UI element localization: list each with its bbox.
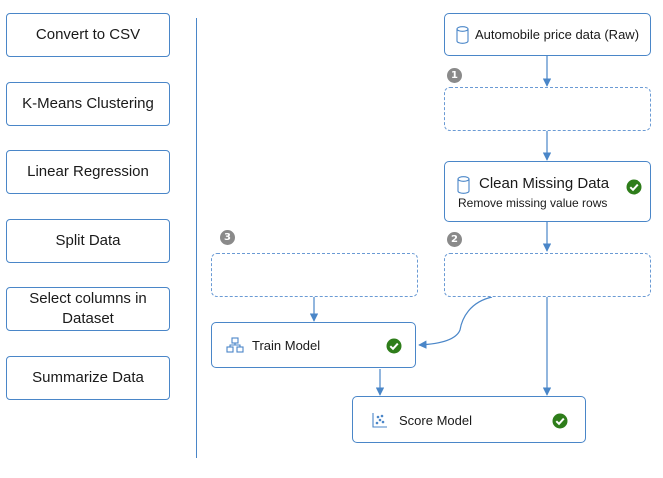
clean-missing-data-title: Clean Missing Data [479, 175, 610, 192]
step-badge-2: 2 [447, 232, 462, 247]
palette-item-label: Split Data [55, 232, 121, 249]
dataset-node-label: Automobile price data (Raw) [475, 27, 640, 42]
check-icon [386, 338, 402, 354]
empty-module-slot-3[interactable] [211, 253, 418, 297]
score-model-node[interactable]: Score Model [352, 396, 586, 443]
cylinder-icon [456, 26, 469, 44]
check-icon [626, 179, 642, 195]
check-icon [552, 413, 568, 429]
clean-missing-data-node[interactable]: Clean Missing Data Remove missing value … [444, 161, 651, 222]
palette-item-k-means-clustering[interactable]: K-Means Clustering [6, 82, 170, 126]
train-model-node[interactable]: Train Model [211, 322, 416, 368]
palette-item-convert-to-csv[interactable]: Convert to CSV [6, 13, 170, 57]
step-badge-3: 3 [220, 230, 235, 245]
scatter-icon [372, 413, 387, 428]
palette-item-label: Summarize Data [32, 369, 144, 386]
empty-module-slot-2[interactable] [444, 253, 651, 297]
step-badge-1: 1 [447, 68, 462, 83]
clean-missing-data-subtitle: Remove missing value rows [458, 196, 608, 210]
palette-item-label: Convert to CSV [35, 26, 141, 43]
train-model-label: Train Model [252, 338, 321, 353]
palette-item-select-columns-in-dataset[interactable]: Select columns in Dataset [6, 287, 170, 331]
palette-divider [196, 18, 197, 458]
palette-item-label: Select columns in Dataset [29, 290, 147, 327]
connector-placeholder-2-to-train [418, 296, 493, 349]
palette-item-linear-regression[interactable]: Linear Regression [6, 150, 170, 194]
palette-item-label: Linear Regression [27, 163, 149, 180]
palette-item-label: K-Means Clustering [22, 95, 154, 112]
cylinder-icon [457, 176, 470, 194]
dataset-node[interactable]: Automobile price data (Raw) [444, 13, 651, 56]
palette-item-split-data[interactable]: Split Data [6, 219, 170, 263]
palette-item-summarize-data[interactable]: Summarize Data [6, 356, 170, 400]
score-model-label: Score Model [399, 413, 472, 428]
empty-module-slot-1[interactable] [444, 87, 651, 131]
train-model-icon [226, 337, 244, 353]
